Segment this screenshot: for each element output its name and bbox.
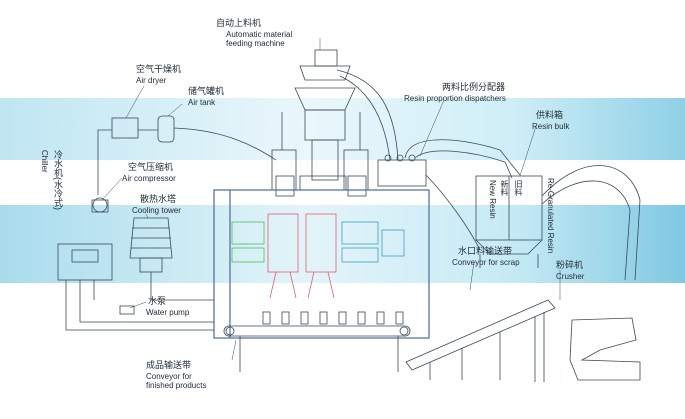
- scrap-conveyor: [405, 299, 556, 382]
- finished-conveyor-label-en-line1: Conveyor for: [146, 372, 192, 381]
- cooling-tower: [129, 217, 214, 301]
- feeder-label-en-line2: feeding machine: [226, 39, 285, 48]
- dryer-label-zh: 空气干燥机: [136, 64, 182, 74]
- crusher-label-zh: 粉碎机: [556, 260, 584, 270]
- air-dryer: [97, 117, 158, 195]
- machine-frame: [213, 189, 430, 339]
- old-resin-label-zh: 旧料: [514, 180, 523, 196]
- injection-units: [271, 149, 369, 197]
- finished-conveyor-label-en-line2: finished products: [146, 381, 207, 390]
- new-resin-label-en: New Resin: [488, 180, 497, 219]
- chiller-label-zh: 冷水机(水冷式): [53, 150, 63, 210]
- dryer-label-en: Air dryer: [136, 76, 167, 85]
- water-pump: [119, 305, 135, 315]
- tower-label-zh: 散热水塔: [140, 194, 177, 204]
- scrap-conveyor-label-en: Conveyor for scrap: [452, 258, 520, 267]
- old-resin-label-en: Re-Granulated Resin: [546, 178, 555, 254]
- compressor-label-en: Air compressor: [122, 174, 176, 183]
- finished-conveyor: [223, 325, 411, 372]
- resin-bulk-box: [475, 165, 641, 281]
- finished-conveyor-label-zh: 成品输送带: [146, 360, 192, 370]
- bulk-label-zh: 供料箱: [536, 110, 564, 120]
- background-band-top: [0, 98, 685, 160]
- callout-lines: [101, 38, 561, 361]
- chiller-label-en: Chiller: [40, 150, 49, 173]
- crusher-machine: [569, 317, 641, 381]
- tower-label-en: Cooling tower: [132, 206, 181, 215]
- pump-label-zh: 水泵: [148, 296, 167, 306]
- automatic-feeder-machine: [281, 49, 399, 181]
- resin-dispatcher: [377, 139, 521, 251]
- mold-assembly: [231, 213, 405, 299]
- new-resin-label-zh: 新料: [500, 180, 509, 196]
- chiller-unit: [57, 243, 214, 331]
- dispatcher-label-zh: 两料比例分配器: [442, 82, 506, 92]
- dispatcher-label-en: Resin proportion dispatchers: [404, 94, 506, 103]
- feeder-label-zh: 自动上料机: [216, 18, 262, 28]
- bulk-label-en: Resin bulk: [532, 122, 570, 131]
- scrap-conveyor-label-zh: 水口料输送带: [458, 246, 513, 256]
- air-tank: [157, 115, 277, 161]
- compressor-label-zh: 空气压缩机: [128, 162, 174, 172]
- bottles: [262, 311, 404, 325]
- tank-label-en: Air tank: [188, 98, 216, 107]
- pump-label-en: Water pump: [146, 308, 190, 317]
- air-compressor: [91, 197, 109, 213]
- feeder-label-en-line1: Automatic material: [226, 30, 293, 39]
- tank-label-zh: 储气罐机: [188, 86, 225, 96]
- crusher-label-en: Crusher: [556, 272, 585, 281]
